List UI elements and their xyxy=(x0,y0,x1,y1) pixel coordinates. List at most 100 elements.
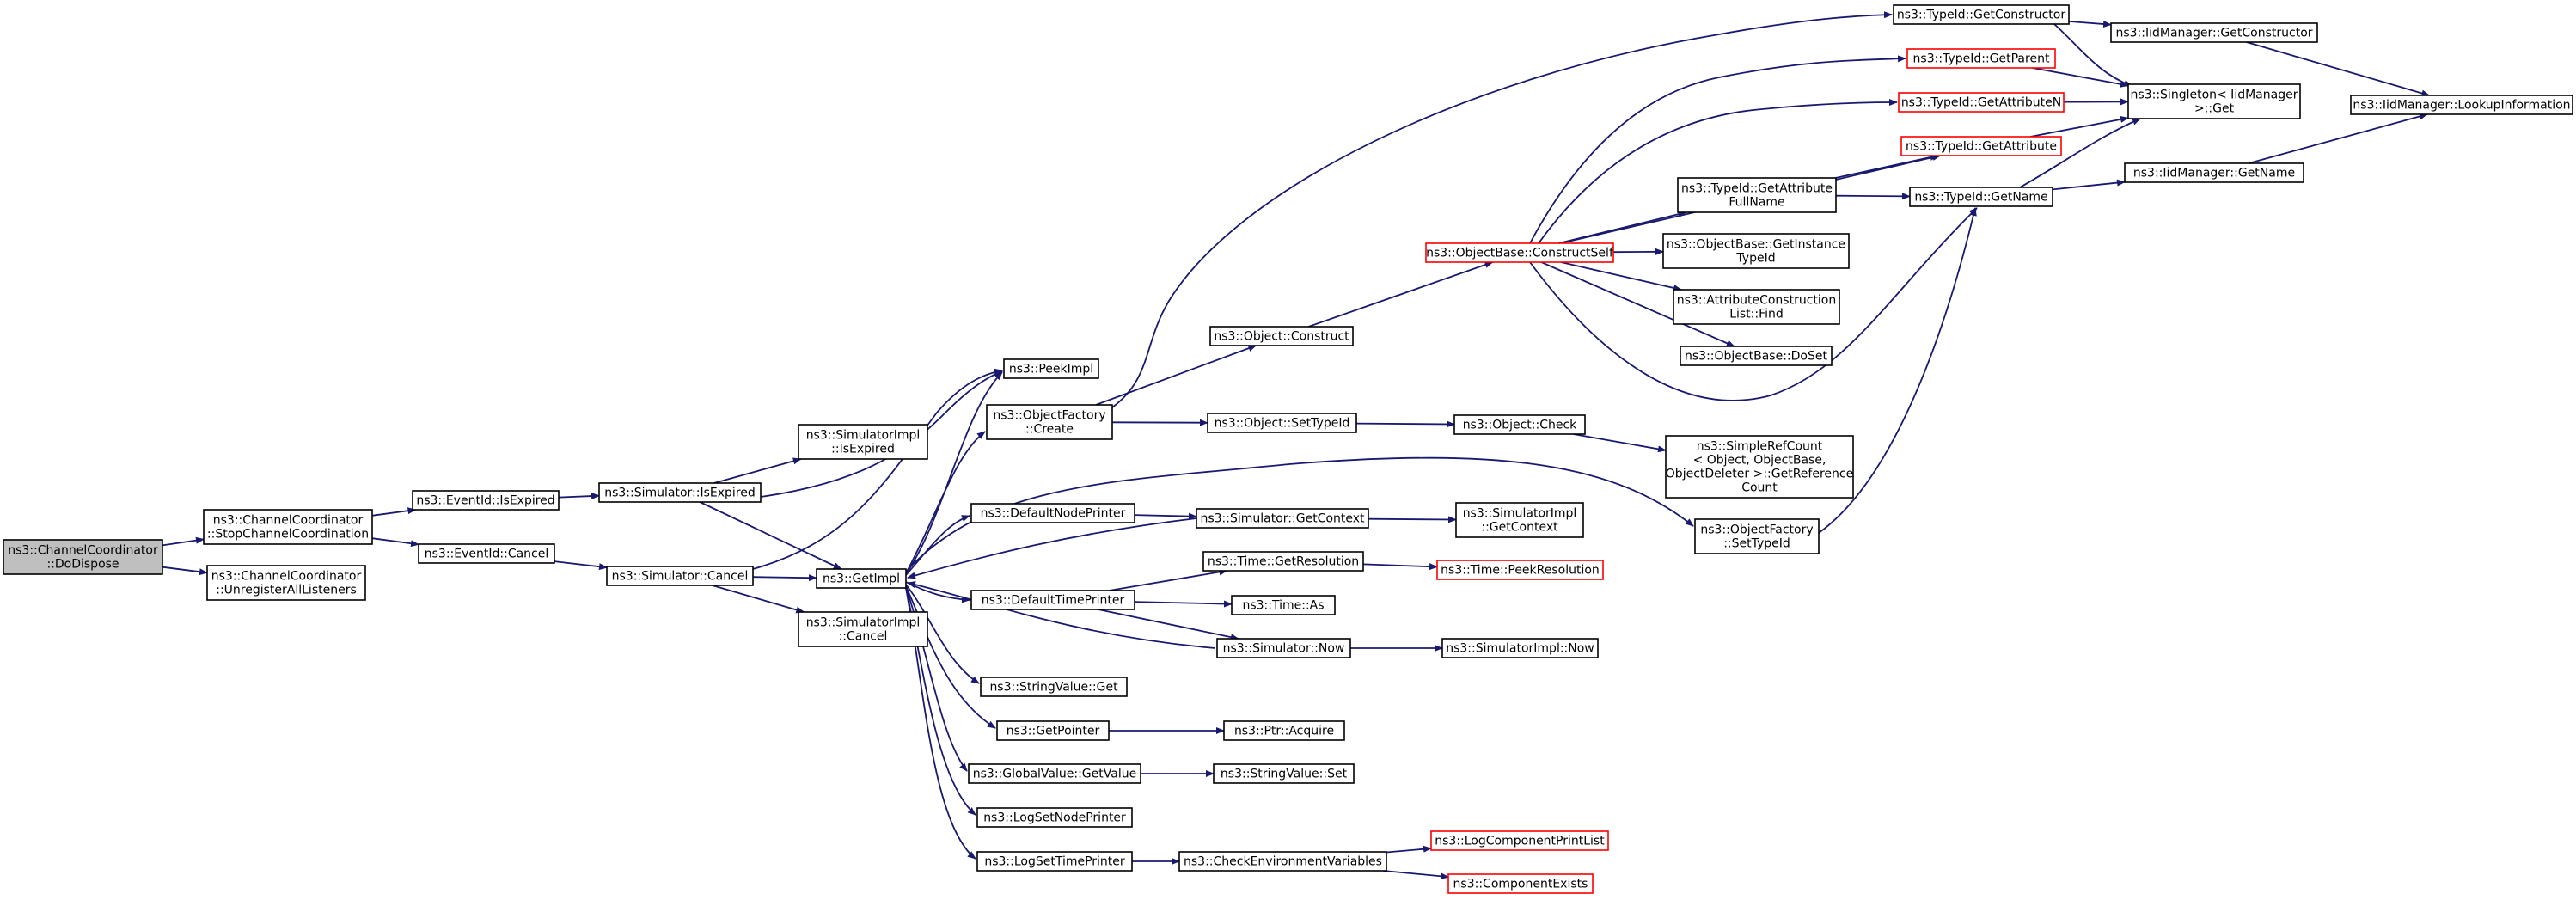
node-box xyxy=(1436,560,1604,580)
node-box xyxy=(2350,95,2573,115)
node-object-settypeid[interactable]: ns3::Object::SetTypeId xyxy=(1207,413,1357,433)
node-box xyxy=(2124,162,2304,183)
call-edge-sim_isexpired-to-getimpl xyxy=(699,501,842,570)
node-sim-isexpired[interactable]: ns3::Simulator::IsExpired xyxy=(598,482,762,503)
node-box xyxy=(1003,358,1099,379)
node-defaulttimeprinter[interactable]: ns3::DefaultTimePrinter xyxy=(970,590,1135,610)
node-box xyxy=(1202,551,1364,572)
node-box xyxy=(1909,187,2053,207)
node-peekimpl[interactable]: ns3::PeekImpl xyxy=(1003,358,1099,379)
node-box xyxy=(816,568,907,589)
call-edge-sim_cancel-to-peekimpl xyxy=(752,368,1003,570)
node-objectbase-doset[interactable]: ns3::ObjectBase::DoSet xyxy=(1680,346,1833,366)
node-label: ns3::ObjectFactory xyxy=(993,409,1105,423)
node-label: ::IsExpired xyxy=(831,443,895,456)
node-checkenvvars[interactable]: ns3::CheckEnvironmentVariables xyxy=(1178,851,1387,872)
node-label: ns3::Object::Construct xyxy=(1214,330,1349,344)
node-typeid-getparent[interactable]: ns3::TypeId::GetParent xyxy=(1906,48,2056,69)
node-label: ns3::SimulatorImpl xyxy=(806,429,921,443)
node-typeid-getattributen[interactable]: ns3::TypeId::GetAttributeN xyxy=(1898,92,2065,113)
node-label: ns3::SimpleRefCount xyxy=(1697,440,1823,454)
call-edge-getimpl-to-stringvalue_get xyxy=(905,584,980,684)
node-simimpl-isexpired[interactable]: ns3::SimulatorImpl::IsExpired xyxy=(798,424,928,460)
call-edge-getimpl-to-defaultnodeprinter xyxy=(905,515,970,576)
node-label: ns3::ChannelCoordinator xyxy=(211,570,362,584)
node-time-as[interactable]: ns3::Time::As xyxy=(1231,595,1336,615)
node-label: ObjectDeleter >::GetReference xyxy=(1666,468,1853,481)
node-logcomponentprintlist[interactable]: ns3::LogComponentPrintList xyxy=(1430,830,1609,851)
node-objectbase-constructself[interactable]: ns3::ObjectBase::ConstructSelf xyxy=(1425,242,1614,263)
node-dodispose[interactable]: ns3::ChannelCoordinator::DoDispose xyxy=(3,539,163,575)
call-edge-objfactory_settypeid-to-typeid_getname xyxy=(1818,207,1977,534)
node-simimpl-cancel[interactable]: ns3::SimulatorImpl::Cancel xyxy=(798,611,928,647)
node-typeid-getconstructor[interactable]: ns3::TypeId::GetConstructor xyxy=(1893,4,2070,25)
node-object-check[interactable]: ns3::Object::Check xyxy=(1453,414,1586,435)
node-object-construct[interactable]: ns3::Object::Construct xyxy=(1209,326,1354,346)
node-sim-now[interactable]: ns3::Simulator::Now xyxy=(1216,638,1351,658)
node-typeid-getattribute[interactable]: ns3::TypeId::GetAttribute xyxy=(1900,136,2062,156)
node-label: TypeId xyxy=(1735,252,1775,266)
node-time-peekresolution[interactable]: ns3::Time::PeekResolution xyxy=(1436,560,1604,580)
node-sim-cancel[interactable]: ns3::Simulator::Cancel xyxy=(606,566,754,586)
node-label: ns3::DefaultNodePrinter xyxy=(981,507,1126,521)
call-edge-sim_getcontext-to-getimpl xyxy=(907,517,1197,579)
node-componentexists[interactable]: ns3::ComponentExists xyxy=(1447,873,1594,894)
node-label: ns3::Object::SetTypeId xyxy=(1215,417,1350,431)
node-typeid-getname[interactable]: ns3::TypeId::GetName xyxy=(1909,187,2053,207)
node-label: ns3::ObjectBase::DoSet xyxy=(1685,350,1827,364)
call-edge-defaulttimeprinter-to-sim_now xyxy=(1098,609,1239,641)
call-edge-stopcc-to-eid_isexpired xyxy=(371,507,417,517)
node-unregister[interactable]: ns3::ChannelCoordinator::UnregisterAllLi… xyxy=(206,565,366,601)
node-label: ns3::Simulator::Now xyxy=(1223,642,1345,656)
node-iidmanager-lookupinformation[interactable]: ns3::IidManager::LookupInformation xyxy=(2350,95,2573,115)
node-box xyxy=(1665,435,1854,499)
node-globalvalue-getvalue[interactable]: ns3::GlobalValue::GetValue xyxy=(968,763,1141,784)
call-edge-checkenvvars-to-componentexists xyxy=(1383,870,1449,880)
node-box xyxy=(970,503,1135,523)
node-box xyxy=(1207,413,1357,433)
node-iidmanager-getconstructor[interactable]: ns3::IidManager::GetConstructor xyxy=(2110,22,2318,43)
node-logsettimeprinter[interactable]: ns3::LogSetTimePrinter xyxy=(976,851,1133,872)
node-ptr-acquire[interactable]: ns3::Ptr::Acquire xyxy=(1223,720,1345,741)
node-sim-getcontext[interactable]: ns3::Simulator::GetContext xyxy=(1196,508,1369,529)
node-label: ns3::Object::Check xyxy=(1463,419,1577,432)
node-simimpl-now[interactable]: ns3::SimulatorImpl::Now xyxy=(1441,638,1599,658)
node-label: ns3::ObjectFactory xyxy=(1700,523,1813,537)
node-getimpl[interactable]: ns3::GetImpl xyxy=(816,568,907,589)
node-getpointer[interactable]: ns3::GetPointer xyxy=(996,720,1110,741)
call-edge-objectbase_constructself-to-attrconstruction_find xyxy=(1560,261,1682,291)
node-label: >::Get xyxy=(2194,102,2235,116)
node-stopcc[interactable]: ns3::ChannelCoordinator::StopChannelCoor… xyxy=(203,509,373,545)
node-objfactory-create[interactable]: ns3::ObjectFactory::Create xyxy=(986,404,1113,440)
node-iidmanager-getname[interactable]: ns3::IidManager::GetName xyxy=(2124,162,2304,183)
call-edge-sim_now-to-getimpl xyxy=(907,581,1216,649)
node-stringvalue-get[interactable]: ns3::StringValue::Get xyxy=(980,677,1128,697)
node-label: ns3::StringValue::Set xyxy=(1221,768,1348,781)
node-label: ::Create xyxy=(1025,423,1074,437)
node-singleton-get[interactable]: ns3::Singleton< IidManager>::Get xyxy=(2127,83,2301,119)
node-simplerefcount[interactable]: ns3::SimpleRefCount< Object, ObjectBase,… xyxy=(1665,435,1854,499)
node-box xyxy=(1900,136,2062,156)
node-objfactory-settypeid[interactable]: ns3::ObjectFactory::SetTypeId xyxy=(1694,518,1820,554)
node-logsetnodeprinter[interactable]: ns3::LogSetNodePrinter xyxy=(976,807,1133,828)
node-stringvalue-set[interactable]: ns3::StringValue::Set xyxy=(1213,763,1355,784)
node-label: ns3::SimulatorImpl xyxy=(806,616,921,630)
call-edge-getimpl-to-objfactory_create xyxy=(905,431,986,574)
call-edge-time_getresolution-to-time_peekresolution xyxy=(1362,563,1438,571)
node-box xyxy=(1680,346,1833,366)
node-label: ns3::Ptr::Acquire xyxy=(1234,725,1334,738)
node-box xyxy=(1430,830,1609,851)
call-edge-defaulttimeprinter-to-time_getresolution xyxy=(1109,568,1228,591)
node-label: ns3::IidManager::GetName xyxy=(2133,167,2295,181)
node-box xyxy=(606,566,754,586)
node-label: ns3::LogComponentPrintList xyxy=(1435,835,1605,848)
node-time-getresolution[interactable]: ns3::Time::GetResolution xyxy=(1202,551,1364,572)
node-eid-isexpired[interactable]: ns3::EventId::IsExpired xyxy=(412,490,560,511)
node-eid-cancel[interactable]: ns3::EventId::Cancel xyxy=(418,543,555,564)
node-defaultnodeprinter[interactable]: ns3::DefaultNodePrinter xyxy=(970,503,1135,523)
node-simimpl-getcontext[interactable]: ns3::SimulatorImpl::GetContext xyxy=(1455,502,1584,538)
